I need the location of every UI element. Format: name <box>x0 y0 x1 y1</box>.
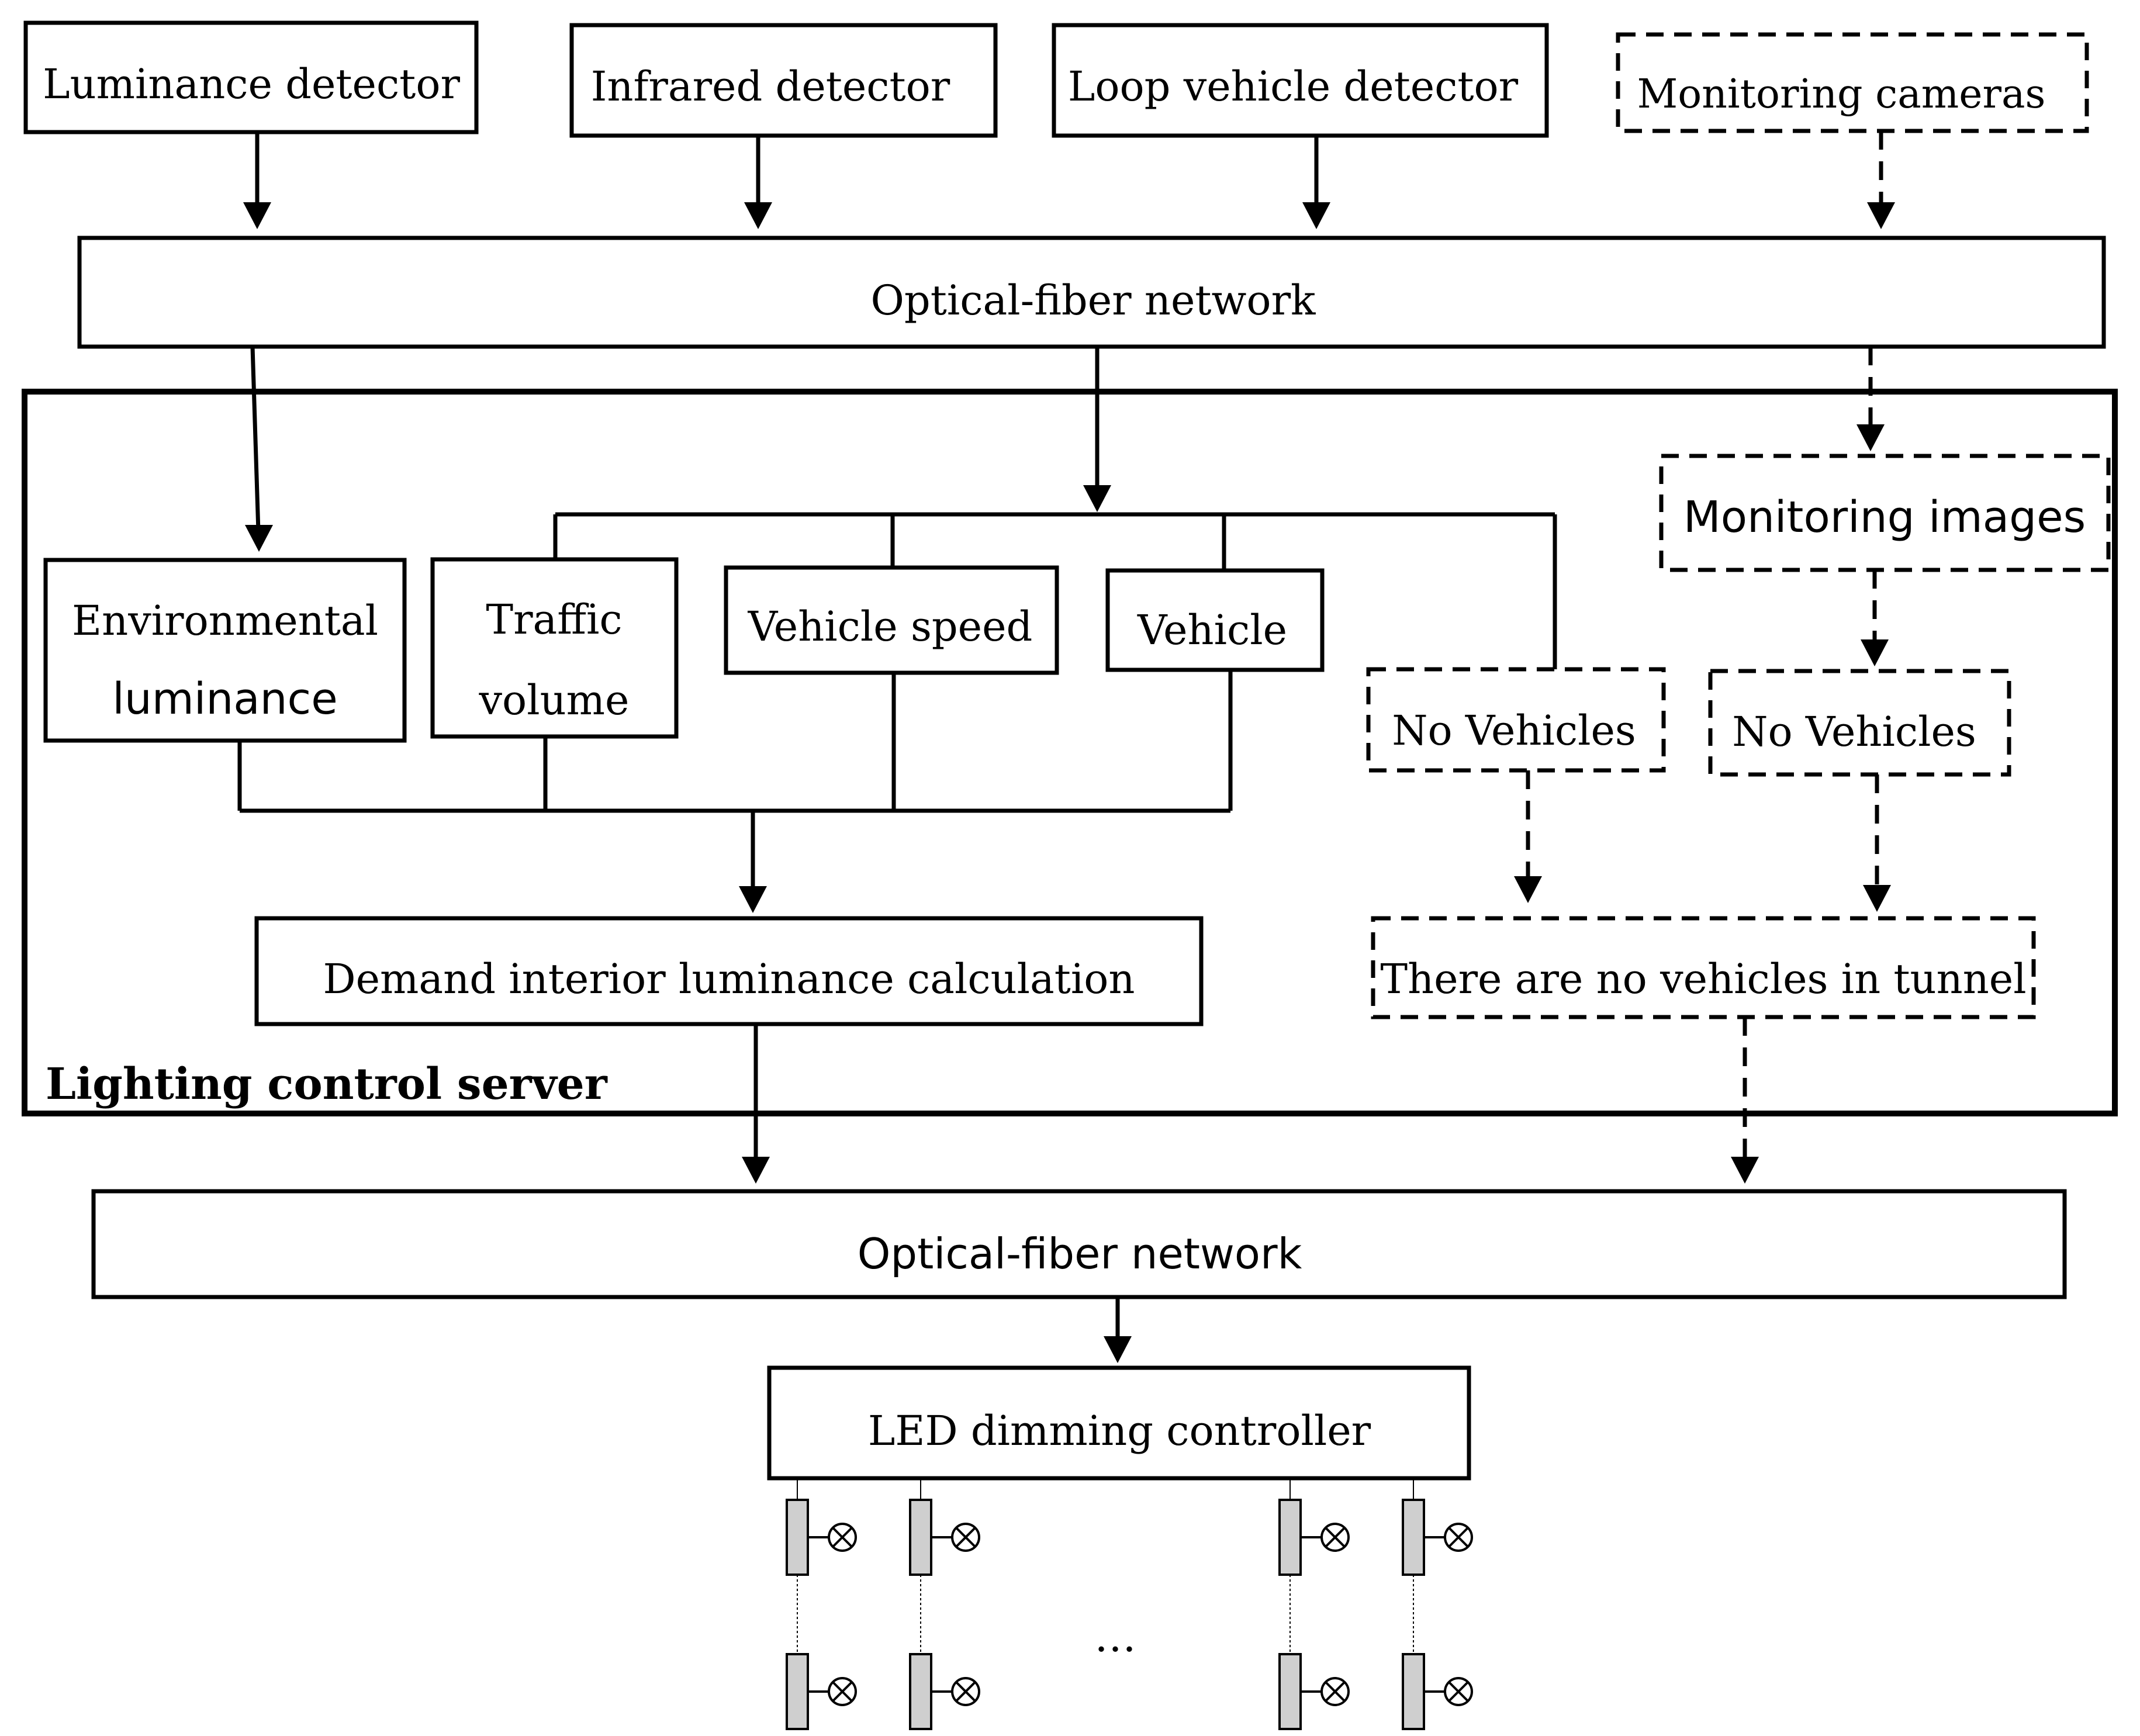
led-fixtures <box>786 1478 1473 1730</box>
optical-fiber-network-top-box <box>77 236 2106 349</box>
infrared-detector-label: Infrared detector <box>590 63 950 110</box>
volume-label: volume <box>479 676 630 724</box>
led-column-1 <box>786 1478 857 1730</box>
vehicle-box <box>1105 568 1325 672</box>
lamp-icon <box>1444 1677 1473 1706</box>
vehicle-label: Vehicle <box>1137 606 1288 654</box>
lamp-icon <box>951 1677 980 1706</box>
led-dimming-controller-label: LED dimming controller <box>867 1407 1371 1455</box>
led-column-2 <box>909 1478 980 1730</box>
no-vehicles-right-box <box>1708 669 2011 777</box>
led-fixture <box>1278 1499 1302 1576</box>
loop-vehicle-detector-box <box>1052 23 1549 138</box>
lamp-icon <box>1320 1677 1350 1706</box>
optical-fiber-network-bottom-label: Optical-fiber network <box>857 1229 1302 1278</box>
loop-vehicle-detector-label: Loop vehicle detector <box>1067 63 1519 110</box>
led-column-4 <box>1402 1478 1473 1730</box>
led-fixture <box>1402 1499 1425 1576</box>
monitoring-cameras-label: Monitoring cameras <box>1637 71 2046 117</box>
luminance-detector-box <box>23 20 479 134</box>
vehicle-speed-label: Vehicle speed <box>748 603 1033 651</box>
lamp-icon <box>828 1677 857 1706</box>
led-dimming-controller-box <box>767 1365 1471 1481</box>
led-column-3 <box>1278 1478 1350 1730</box>
monitoring-images-label: Monitoring images <box>1683 492 2086 542</box>
optical-fiber-network-top-label: Optical-fiber network <box>870 276 1316 324</box>
led-fixture <box>909 1499 932 1576</box>
no-vehicles-tunnel-box <box>1371 916 2036 1019</box>
no-vehicles-left-label: No Vehicles <box>1392 707 1636 755</box>
luminance-detector-label: Luminance detector <box>43 60 460 108</box>
lamp-icon <box>1444 1523 1473 1552</box>
lighting-control-server-label: Lighting control server <box>46 1059 607 1109</box>
arrowheads <box>243 202 1895 1363</box>
dashed-connectors <box>1526 131 1883 1160</box>
demand-calc-box <box>254 916 1204 1026</box>
monitoring-cameras-box <box>1616 32 2089 133</box>
traffic-label: Traffic <box>486 596 623 644</box>
environmental-label: Environmental <box>72 597 378 645</box>
no-vehicles-right-label: No Vehicles <box>1732 708 1976 756</box>
no-vehicles-left-box <box>1366 667 1666 773</box>
no-vehicles-tunnel-label: There are no vehicles in tunnel <box>1380 955 2027 1003</box>
lamp-icon <box>951 1523 980 1552</box>
demand-calc-label: Demand interior luminance calculation <box>323 955 1135 1003</box>
luminance-label: luminance <box>112 674 338 724</box>
ellipsis: … <box>1094 1612 1136 1661</box>
infrared-detector-box <box>569 23 998 138</box>
led-fixture <box>1278 1653 1302 1730</box>
environmental-luminance-box <box>43 558 407 743</box>
lighting-control-server-box <box>22 389 2118 1116</box>
optical-fiber-network-bottom-box <box>91 1189 2067 1299</box>
lamp-icon <box>1320 1523 1350 1552</box>
lamp-icon <box>828 1523 857 1552</box>
